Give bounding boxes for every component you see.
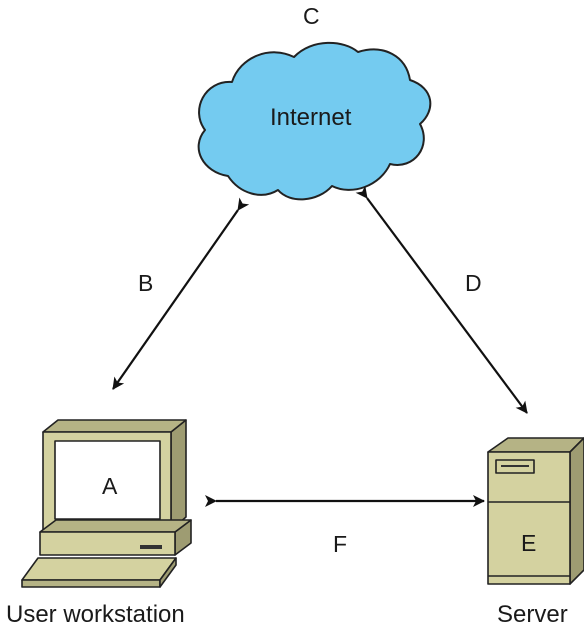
server-letter-label: E [521,530,537,556]
link-b-arrow [112,197,250,390]
internet-cloud-icon [197,41,432,201]
link-d-arrow [355,185,528,414]
workstation-icon [21,419,192,588]
link-b-label: B [138,270,154,296]
link-f-label: F [333,531,348,557]
internet-letter-label: C [303,3,320,29]
workstation-letter-label: A [102,473,118,499]
workstation-caption: User workstation [6,601,185,628]
internet-label: Internet [270,104,352,131]
link-d-label: D [465,270,482,296]
server-icon [487,437,584,585]
server-caption: Server [497,601,568,628]
